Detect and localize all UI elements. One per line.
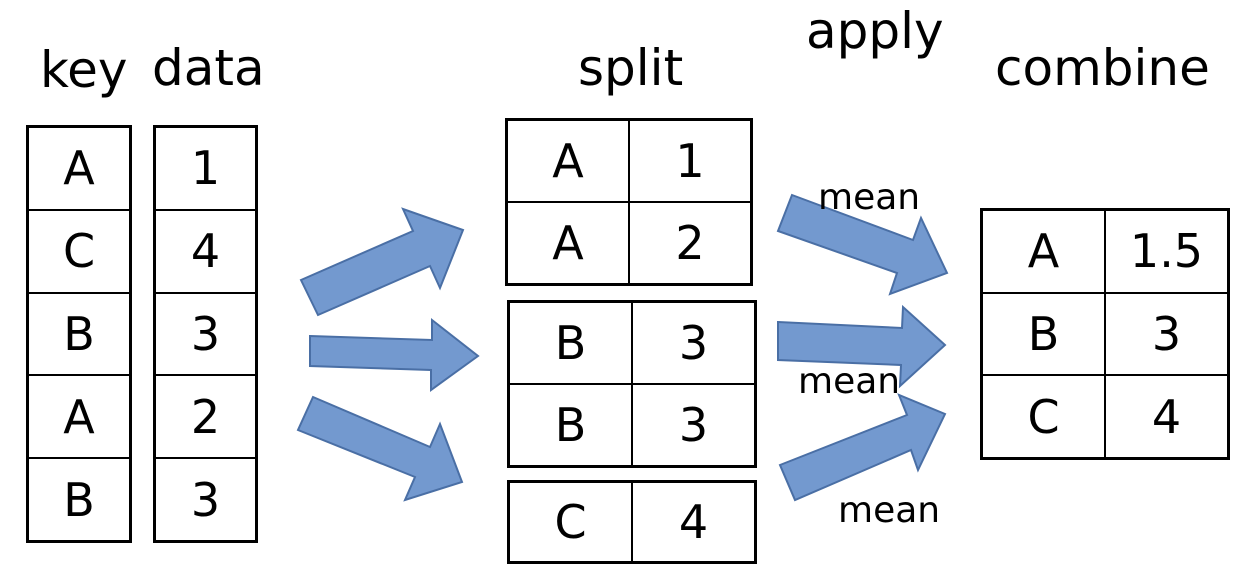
- data-cell: 4: [155, 209, 256, 293]
- split-value-cell: 4: [632, 482, 755, 562]
- key-cell: C: [28, 209, 130, 293]
- split-value-cell: 3: [632, 302, 755, 384]
- split-value-cell: 3: [632, 384, 755, 466]
- split-key-cell: B: [509, 302, 632, 384]
- split-arrow-to-group-b: [309, 317, 480, 392]
- apply-arrow-group-b: [777, 304, 947, 389]
- data-table: 1 4 3 2 3: [153, 125, 258, 543]
- split-key-cell: A: [507, 202, 629, 284]
- heading-apply: apply: [806, 2, 944, 60]
- split-key-cell: A: [507, 120, 629, 202]
- key-cell: B: [28, 292, 130, 376]
- data-cell: 2: [155, 375, 256, 459]
- key-table: A C B A B: [26, 125, 132, 543]
- apply-label-mean: mean: [818, 177, 921, 218]
- combine-value-cell: 1.5: [1105, 210, 1228, 293]
- combine-value-cell: 4: [1105, 375, 1228, 458]
- apply-label-mean: mean: [838, 490, 941, 531]
- heading-split: split: [578, 39, 684, 97]
- combine-key-cell: A: [982, 210, 1105, 293]
- split-group-c: C 4: [507, 480, 757, 564]
- data-cell: 3: [155, 292, 256, 376]
- apply-label-mean: mean: [798, 361, 901, 402]
- combine-key-cell: B: [982, 292, 1105, 376]
- apply-arrow-group-a: [776, 193, 949, 296]
- split-group-a: A 1 A 2: [505, 118, 753, 286]
- data-cell: 3: [155, 458, 256, 541]
- data-cell: 1: [155, 127, 256, 210]
- split-key-cell: B: [509, 384, 632, 466]
- heading-key: key: [40, 41, 128, 99]
- split-value-cell: 2: [629, 202, 751, 284]
- split-value-cell: 1: [629, 120, 751, 202]
- combine-key-cell: C: [982, 375, 1105, 458]
- split-group-b: B 3 B 3: [507, 300, 757, 468]
- heading-data: data: [152, 39, 265, 97]
- apply-arrow-group-c: [778, 393, 947, 502]
- combine-table: A 1.5 B 3 C 4: [980, 208, 1230, 460]
- key-cell: A: [28, 375, 130, 459]
- heading-combine: combine: [995, 39, 1210, 97]
- key-cell: A: [28, 127, 130, 210]
- split-arrow-to-group-a: [299, 207, 465, 317]
- split-key-cell: C: [509, 482, 632, 562]
- split-arrow-to-group-c: [296, 395, 464, 502]
- key-cell: B: [28, 458, 130, 541]
- combine-value-cell: 3: [1105, 292, 1228, 376]
